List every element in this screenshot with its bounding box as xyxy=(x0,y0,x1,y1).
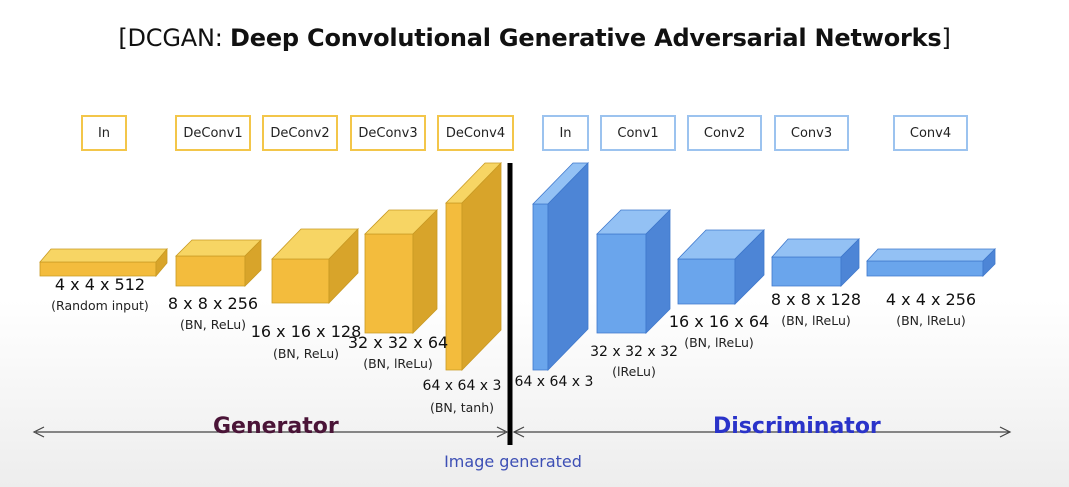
discriminator-label: Discriminator xyxy=(713,414,881,439)
gen-dim-deconv4: 64 x 64 x 3 xyxy=(422,378,502,394)
disc-layer-label-conv1: Conv1 xyxy=(600,115,676,151)
gen-desc-deconv4: (BN, tanh) xyxy=(429,400,495,415)
disc-block-in xyxy=(532,162,589,371)
disc-desc-conv3: (BN, lReLu) xyxy=(781,313,851,328)
disc-dim-conv3: 8 x 8 x 128 xyxy=(770,290,862,309)
gen-desc-in: (Random input) xyxy=(51,298,149,313)
disc-dim-conv2: 16 x 16 x 64 xyxy=(668,312,770,331)
disc-layer-label-conv3: Conv3 xyxy=(774,115,849,151)
disc-desc-conv1: (lReLu) xyxy=(612,364,656,379)
title-prefix: DCGAN: xyxy=(127,24,231,52)
disc-block-conv3 xyxy=(771,238,860,287)
gen-block-in xyxy=(39,247,168,278)
gen-dim-deconv1: 8 x 8 x 256 xyxy=(167,294,259,313)
disc-dim-conv4: 4 x 4 x 256 xyxy=(885,290,977,309)
gen-desc-deconv2: (BN, ReLu) xyxy=(272,346,340,361)
gen-desc-deconv3: (BN, lReLu) xyxy=(363,356,433,371)
disc-block-conv2 xyxy=(677,229,765,305)
gen-block-deconv4 xyxy=(445,162,502,371)
gen-layer-label-deconv3: DeConv3 xyxy=(350,115,426,151)
gen-desc-deconv1: (BN, ReLu) xyxy=(179,317,247,332)
title-main: Deep Convolutional Generative Adversaria… xyxy=(230,24,942,52)
gen-dim-in: 4 x 4 x 512 xyxy=(54,275,146,294)
generator-blocks xyxy=(39,162,502,371)
disc-desc-conv4: (BN, lReLu) xyxy=(896,313,966,328)
diagram-title: [DCGAN: Deep Convolutional Generative Ad… xyxy=(0,24,1069,52)
disc-block-conv1 xyxy=(596,209,671,334)
generator-label: Generator xyxy=(213,414,339,439)
disc-dim-conv1: 32 x 32 x 32 xyxy=(590,344,678,360)
disc-block-conv4 xyxy=(866,248,996,277)
discriminator-blocks xyxy=(532,162,996,371)
image-generated-label: Image generated xyxy=(444,452,582,471)
disc-layer-label-in: In xyxy=(542,115,589,151)
title-bracket-open: [ xyxy=(118,24,128,52)
title-bracket-close: ] xyxy=(941,24,951,52)
disc-layer-label-conv2: Conv2 xyxy=(687,115,762,151)
gen-layer-label-in: In xyxy=(81,115,127,151)
gen-dim-deconv2: 16 x 16 x 128 xyxy=(250,322,362,341)
disc-desc-conv2: (BN, lReLu) xyxy=(684,335,754,350)
gen-layer-label-deconv2: DeConv2 xyxy=(262,115,338,151)
gen-block-deconv1 xyxy=(175,239,262,287)
gen-block-deconv2 xyxy=(271,228,359,304)
bottom-arrows xyxy=(32,426,1012,438)
gen-layer-label-deconv1: DeConv1 xyxy=(175,115,251,151)
gen-dim-deconv3: 32 x 32 x 64 xyxy=(347,333,449,352)
disc-dim-in: 64 x 64 x 3 xyxy=(514,374,594,390)
gen-layer-label-deconv4: DeConv4 xyxy=(437,115,514,151)
gen-block-deconv3 xyxy=(364,209,438,334)
disc-layer-label-conv4: Conv4 xyxy=(893,115,968,151)
